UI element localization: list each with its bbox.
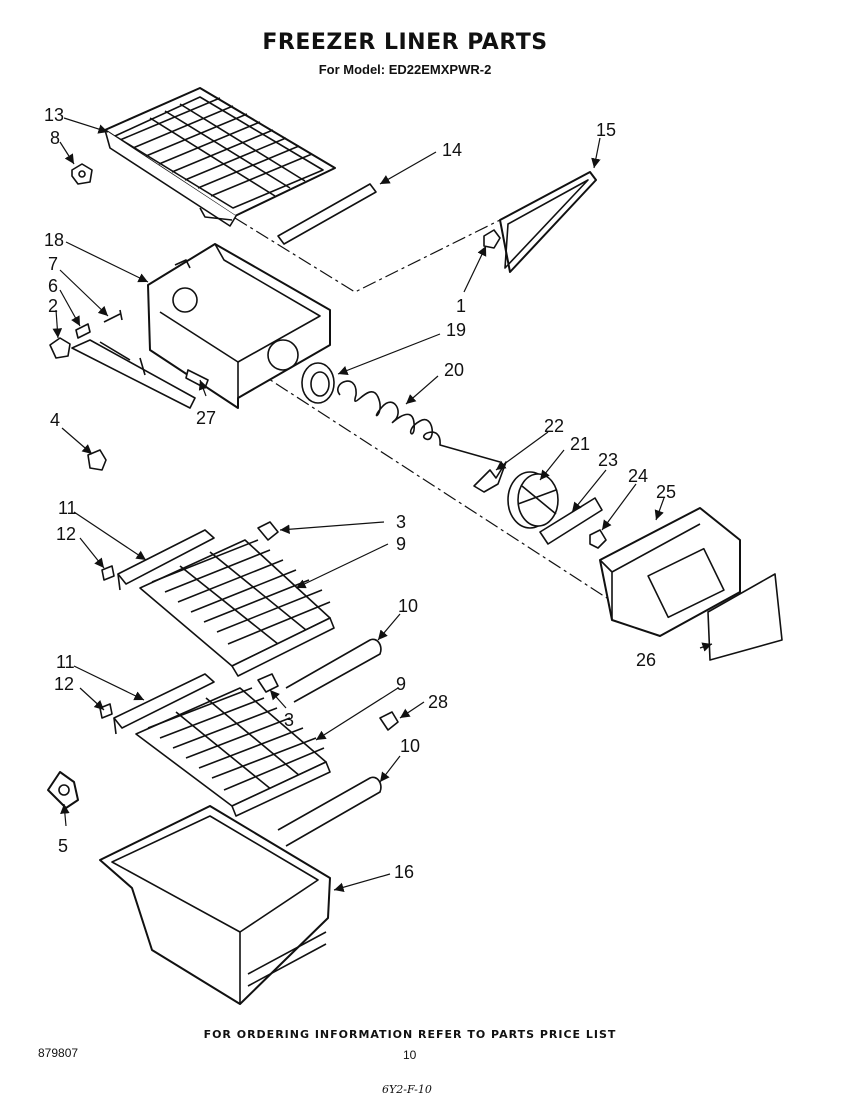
clip-part-4 [87,449,107,471]
callout-15: 15 [596,120,616,140]
callout-24: 24 [628,466,648,486]
bracket-part-27 [71,339,209,409]
leader-lines [52,117,713,892]
knob-part-5 [47,771,79,809]
clip-part-28 [379,711,399,731]
page-title: FREEZER LINER PARTS [262,30,548,55]
callout-7: 7 [48,254,58,274]
clip-part-3-lower [257,673,279,693]
callout-2: 2 [48,296,58,316]
handwritten-note: 6Y2-F-10 [382,1083,432,1096]
ordering-note: FOR ORDERING INFORMATION REFER TO PARTS … [203,1028,617,1041]
callout-14: 14 [442,140,462,160]
callout-3-lower: 3 [284,710,294,730]
callout-9-upper: 9 [396,534,406,554]
clip-part-2 [49,337,71,359]
callout-12-lower: 12 [54,674,74,694]
housing-part-18 [147,243,331,409]
clip-part-1 [483,229,501,249]
ring-part-19 [301,362,335,404]
washer-part-6 [75,323,91,339]
callout-4: 4 [50,410,60,430]
callout-26: 26 [636,650,656,670]
clip-part-12-upper [101,565,115,581]
page-number: 10 [403,1048,417,1062]
clip-part-12-lower [99,703,113,719]
shelf-trim-part-14 [277,183,377,245]
callout-20: 20 [444,360,464,380]
callout-13: 13 [44,105,64,125]
upper-shelf-assembly [117,529,382,703]
callout-10-upper: 10 [398,596,418,616]
callout-12-upper: 12 [56,524,76,544]
callout-19: 19 [446,320,466,340]
callout-27: 27 [196,408,216,428]
cover-part-25 [599,507,741,637]
callout-1: 1 [456,296,466,316]
callout-6: 6 [48,276,58,296]
clip-part-3-upper [257,521,279,541]
callout-21: 21 [570,434,590,454]
callout-8: 8 [50,128,60,148]
clip-part-8 [71,163,93,185]
document-number: 879807 [38,1046,79,1060]
callout-28: 28 [428,692,448,712]
nut-part-24 [589,529,607,549]
fan-wheel-part-21 [507,471,559,529]
callout-11-lower: 11 [56,652,75,672]
callout-22: 22 [544,416,564,436]
frame-part-15 [499,171,597,273]
coil-spring-part-20 [337,380,501,463]
callout-10-lower: 10 [400,736,420,756]
callout-23: 23 [598,450,618,470]
callout-labels: 13 8 14 15 18 7 6 2 1 19 20 27 4 22 21 2… [44,105,676,882]
callout-3-upper: 3 [396,512,406,532]
callout-25: 25 [656,482,676,502]
lower-shelf-assembly [113,673,382,847]
callout-9-lower: 9 [396,674,406,694]
callout-18: 18 [44,230,64,250]
callout-11-upper: 11 [58,498,77,518]
callout-5: 5 [58,836,68,856]
bin-part-16 [99,805,331,1005]
callout-16: 16 [394,862,414,882]
screw-part-7 [103,309,123,323]
wire-shelf-top [104,87,336,227]
model-subtitle: For Model: ED22EMXPWR-2 [318,62,492,77]
